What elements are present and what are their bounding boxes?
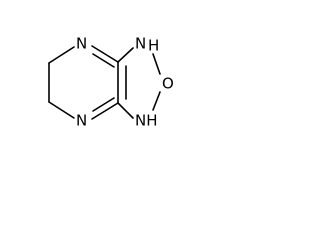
atom-nh-top-h: H — [148, 37, 159, 55]
atom-n-imine-bottom: N — [76, 112, 87, 130]
bond-n-top-c3a — [91, 45, 119, 63]
bond-c5-n-bottom — [48, 101, 75, 119]
atom-n-imine-top: N — [76, 35, 87, 53]
bond-n-bottom-c7a — [91, 102, 119, 120]
atom-nh-bottom: NH — [135, 112, 158, 130]
bond-c6-n-top — [48, 46, 75, 64]
bond-c3a-nh-top — [117, 47, 134, 63]
bond-n-top-c3a-double — [92, 53, 115, 68]
bond-o-nh-bottom — [152, 91, 161, 111]
bond-n-bottom-c7a-double — [92, 97, 115, 112]
chemical-structure-diagram: N N N H O NH — [48, 35, 174, 130]
bond-nh-top-o — [152, 53, 161, 75]
atom-nh-top-n: N — [135, 35, 146, 53]
bond-c7a-nh-bottom — [117, 102, 134, 119]
atom-o-ring: O — [162, 75, 174, 93]
